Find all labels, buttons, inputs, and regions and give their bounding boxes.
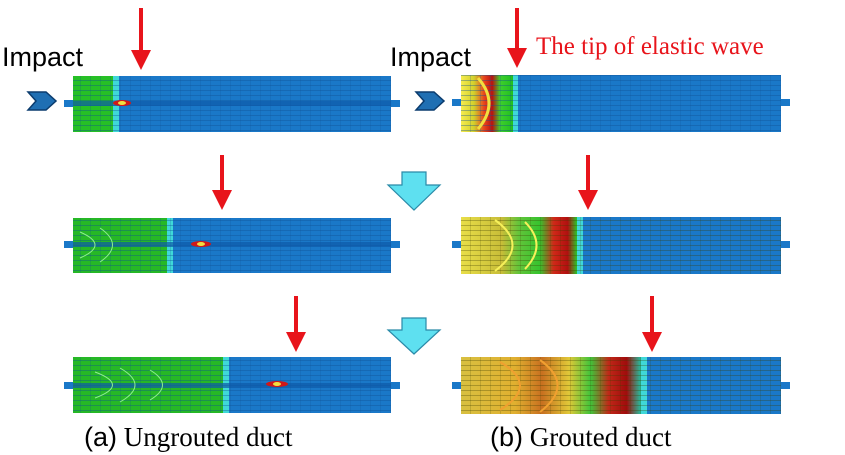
caption-ungrouted-tag: (a) bbox=[84, 422, 117, 452]
caption-ungrouted: (a) Ungrouted duct bbox=[84, 424, 292, 451]
wave-tip-arrow-a1 bbox=[131, 8, 151, 70]
caption-grouted-text: Grouted duct bbox=[529, 422, 672, 452]
wave-tip-arrow-a2 bbox=[212, 155, 232, 210]
grouted-beam-stage-3 bbox=[452, 357, 790, 414]
grouted-beam-stage-2 bbox=[452, 217, 790, 274]
wave-tip-arrow-b1 bbox=[507, 8, 527, 68]
ungrouted-beam-stage-2 bbox=[64, 218, 400, 273]
wave-tip-arrow-b3 bbox=[642, 296, 662, 352]
impact-arrow-right bbox=[414, 91, 446, 111]
wave-tip-label: The tip of elastic wave bbox=[536, 33, 764, 60]
ungrouted-beam-stage-1 bbox=[64, 76, 400, 132]
grouted-beam-stage-1 bbox=[452, 75, 790, 132]
caption-ungrouted-text: Ungrouted duct bbox=[123, 422, 293, 452]
time-arrow-2 bbox=[386, 317, 442, 355]
wave-tip-arrow-a3 bbox=[286, 296, 306, 352]
impact-label-right: Impact bbox=[390, 42, 472, 72]
impact-label-left: Impact bbox=[2, 42, 84, 72]
caption-grouted: (b) Grouted duct bbox=[490, 424, 671, 451]
time-arrow-1 bbox=[386, 171, 442, 211]
ungrouted-beam-stage-3 bbox=[64, 357, 400, 413]
wave-tip-arrow-b2 bbox=[578, 155, 598, 210]
impact-arrow-left bbox=[26, 91, 58, 111]
caption-grouted-tag: (b) bbox=[490, 422, 523, 452]
